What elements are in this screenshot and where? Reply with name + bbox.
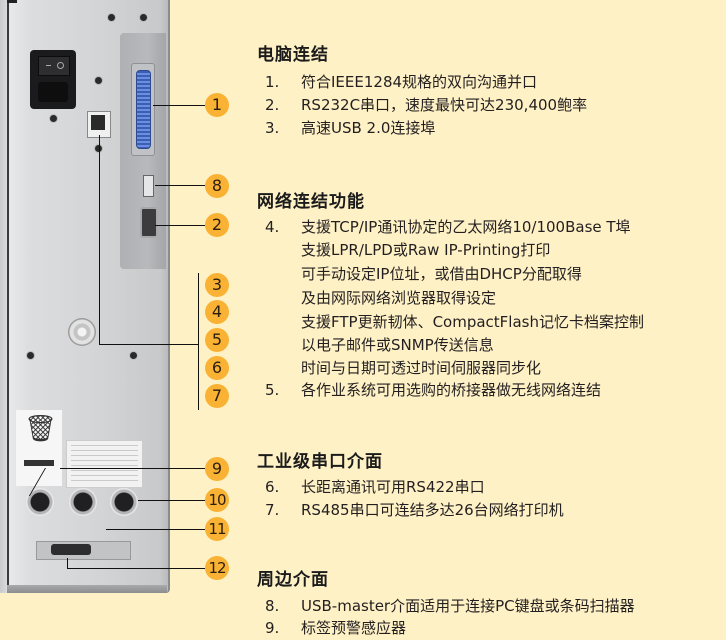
printer-rear-panel-image: 🗑 xyxy=(0,0,170,593)
list-item: 3.高速USB 2.0连接埠 xyxy=(265,119,436,137)
list-item: 7.RS485串口可连结多达26台网络打印机 xyxy=(265,501,564,519)
power-switch-and-inlet xyxy=(30,50,76,109)
callout-badge-2: 2 xyxy=(205,213,229,237)
section-title-network: 网络连结功能 xyxy=(257,192,365,212)
screw xyxy=(95,145,102,152)
section-title-computer-connection: 电脑连结 xyxy=(257,45,329,65)
screw xyxy=(50,115,57,122)
list-item: 6.长距离通讯可用RS422串口 xyxy=(265,478,485,496)
leader-line-12 xyxy=(67,568,205,569)
leader-line-network xyxy=(99,135,100,345)
screw xyxy=(108,14,115,21)
callout-badge-9: 9 xyxy=(205,457,229,481)
parallel-port xyxy=(131,63,155,156)
leader-line-2 xyxy=(155,225,205,226)
thumb-screw xyxy=(68,318,96,346)
panel-edge xyxy=(7,0,9,588)
callout-badge-5: 5 xyxy=(205,328,229,352)
callout-badge-6: 6 xyxy=(205,356,229,380)
leader-line-9 xyxy=(60,468,205,469)
leader-line-8 xyxy=(155,185,205,186)
list-item-continuation: 时间与日期可透过时间伺服器同步化 xyxy=(301,359,542,377)
callout-badge-1: 1 xyxy=(205,93,229,117)
rating-plate xyxy=(66,440,143,488)
ethernet-port xyxy=(87,111,111,138)
callout-badge-11: 11 xyxy=(205,517,229,541)
callout-badge-3: 3 xyxy=(205,273,229,297)
list-item: 9.标签预警感应器 xyxy=(265,619,407,637)
callout-badge-12: 12 xyxy=(205,556,229,580)
power-inlet xyxy=(38,82,68,102)
section-title-industrial-serial: 工业级串口介面 xyxy=(257,452,383,472)
list-item: 5.各作业系统可用选购的桥接器做无线网络连结 xyxy=(265,381,602,399)
screw xyxy=(95,77,102,84)
list-item-continuation: 支援LPR/LPD或Raw IP-Printing打印 xyxy=(301,241,551,259)
din-port-rs422 xyxy=(110,488,138,516)
section-title-peripheral: 周边介面 xyxy=(257,570,329,590)
callout-badge-10: 10 xyxy=(205,488,229,512)
leader-bracket-3-7 xyxy=(198,273,199,410)
list-item: 2.RS232C串口，速度最快可达230,400鲍率 xyxy=(265,96,588,114)
crossed-bin-icon: 🗑 xyxy=(24,414,58,444)
list-item: 1.符合IEEE1284规格的双向沟通并口 xyxy=(265,73,538,91)
callout-badge-4: 4 xyxy=(205,300,229,324)
leader-line-1 xyxy=(153,105,205,106)
list-item-continuation: 以电子邮件或SNMP传送信息 xyxy=(301,336,494,354)
leader-line-10 xyxy=(138,500,205,501)
list-item: 4.支援TCP/IP通讯协定的乙太网络10/100Base T埠 xyxy=(265,218,631,236)
weee-label: 🗑 xyxy=(16,410,62,486)
power-switch xyxy=(38,56,70,76)
list-item-continuation: 及由网际网络浏览器取得设定 xyxy=(301,289,497,307)
callout-badge-7: 7 xyxy=(205,384,229,408)
screw xyxy=(27,352,34,359)
serial-port xyxy=(140,207,158,238)
list-item-continuation: 可手动设定IP位址，或借由DHCP分配取得 xyxy=(301,265,582,283)
leader-line-12-v xyxy=(67,558,68,568)
screw xyxy=(140,14,147,21)
leader-line-network-h xyxy=(99,344,199,345)
leader-line-11 xyxy=(106,529,205,530)
list-item-continuation: 支援FTP更新韧体、CompactFlash记忆卡档案控制 xyxy=(301,313,644,331)
usb-port xyxy=(143,175,154,197)
list-item: 8.USB-master介面适用于连接PC键盘或条码扫描器 xyxy=(265,597,635,615)
screw xyxy=(130,352,137,359)
panel-edge-top xyxy=(7,0,17,3)
din-port-rs485 xyxy=(69,488,97,516)
callout-badge-8: 8 xyxy=(205,174,229,198)
db15-port xyxy=(36,541,131,560)
